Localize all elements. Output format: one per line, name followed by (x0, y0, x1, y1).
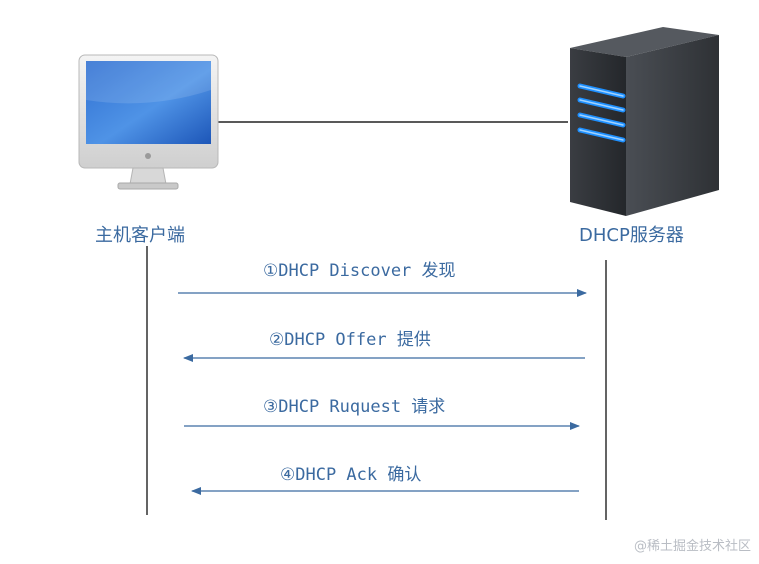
client-label: 主机客户端 (95, 225, 185, 246)
server-tower-icon (570, 27, 719, 216)
server-drive-lights (577, 83, 626, 143)
watermark: @稀土掘金技术社区 (633, 539, 751, 554)
request-message-label: ③DHCP Ruquest 请求 (263, 397, 446, 417)
desktop-computer-icon (78, 54, 219, 190)
discover-message-label: ①DHCP Discover 发现 (263, 261, 456, 281)
ack-message-label: ④DHCP Ack 确认 (280, 465, 422, 485)
server-label: DHCP服务器 (579, 225, 684, 246)
offer-message-label: ②DHCP Offer 提供 (269, 330, 431, 350)
